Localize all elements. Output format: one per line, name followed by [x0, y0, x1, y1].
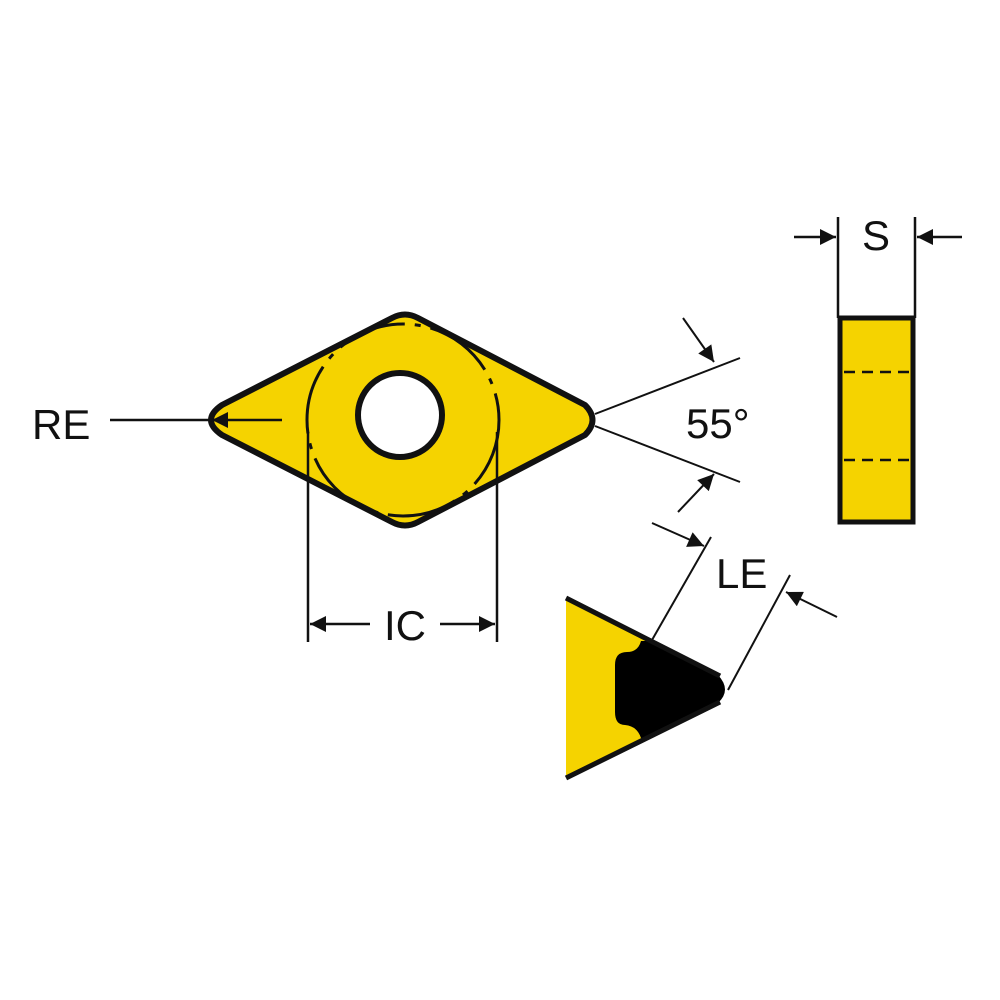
triangle-insert: LE — [564, 522, 838, 781]
le-label: LE — [716, 550, 767, 597]
le-arrow-2 — [785, 591, 838, 618]
angle-line-upper — [594, 357, 741, 415]
angle-line-lower — [594, 425, 741, 483]
center-hole — [355, 370, 445, 460]
le-extension-1 — [651, 536, 712, 641]
s-label: S — [862, 212, 890, 259]
triangle-edge-bottom — [564, 699, 722, 781]
angle-label: 55° — [686, 400, 750, 447]
angle-arrow-lower — [677, 473, 715, 513]
re-label: RE — [32, 401, 90, 448]
le-arrow-1 — [651, 522, 705, 547]
corner-radius-dimension: RE — [32, 401, 282, 448]
cutting-tip — [615, 641, 725, 738]
ic-label: IC — [384, 602, 426, 649]
triangle-edge-top — [564, 595, 722, 679]
side-view: S — [794, 212, 962, 525]
side-view-body — [837, 315, 916, 525]
inscribed-circle-dashed — [305, 322, 501, 518]
triangle-body — [566, 598, 650, 778]
angle-arrow-upper — [682, 317, 715, 363]
le-extension-2 — [727, 574, 791, 691]
ic-dimension: IC — [306, 432, 499, 649]
angle-dimension: 55° — [594, 317, 750, 513]
